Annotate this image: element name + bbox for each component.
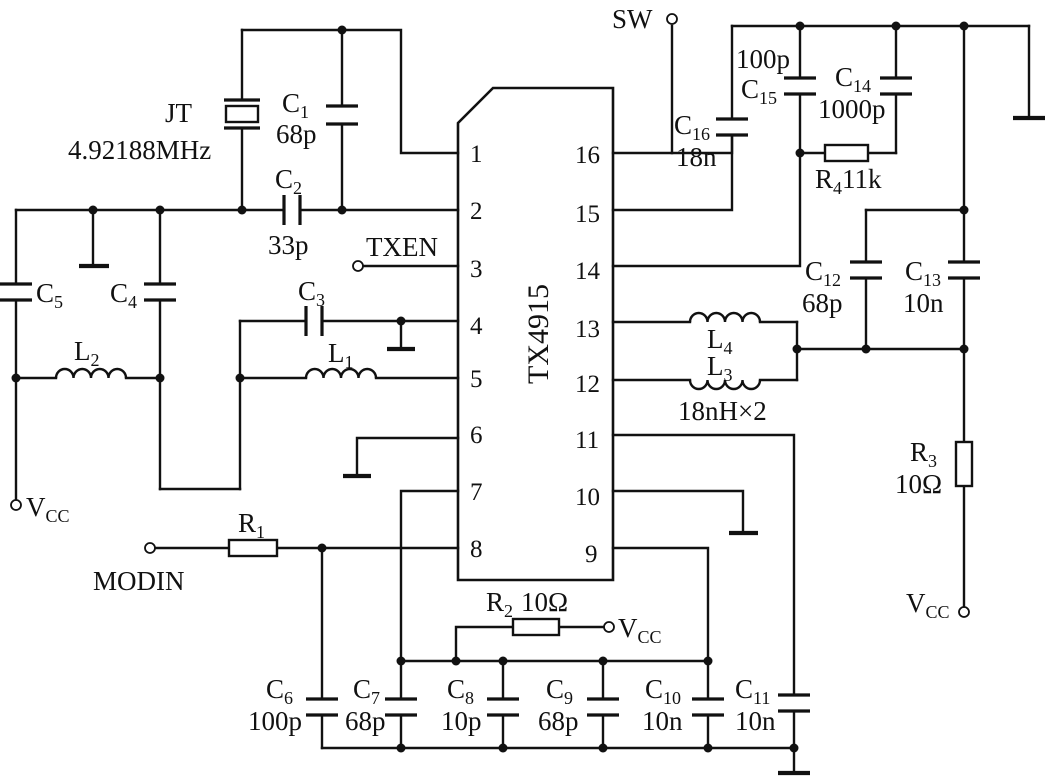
l4-label: L4 [707,324,733,358]
ic-name: TX4915 [522,284,555,384]
vcc-left-label: VCC [26,492,70,526]
c15-label: C15 [741,74,777,108]
c8-label: C8 [447,674,474,708]
pin-4-number: 4 [470,313,483,340]
pin-11-number: 11 [575,427,599,454]
resistor-symbols [227,143,974,637]
sw-label: SW [612,4,653,34]
c16-value: 18n [676,142,717,172]
pin-3-number: 3 [470,256,483,283]
pin-2-number: 2 [470,198,483,225]
r4-label: R411k [815,164,882,198]
vcc-bottom-label: VCC [618,613,662,647]
r3-value: 10Ω [895,469,942,499]
c7-label: C7 [353,674,380,708]
c15-value: 100p [736,44,790,74]
c6-label: C6 [266,674,293,708]
c1-label: C1 [282,88,309,122]
pin-16-number: 16 [575,142,600,169]
pin-10-number: 10 [575,484,600,511]
c12-label: C12 [805,256,841,290]
r1-label: R1 [238,508,265,542]
pin-6-number: 6 [470,422,483,449]
c9-value: 68p [538,706,579,736]
c11-value: 10n [735,706,776,736]
r3-label: R3 [910,437,937,471]
ic-tx4915: TX4915 1 2 3 4 5 6 7 8 9 10 11 12 13 14 … [456,86,615,582]
c2-value: 33p [268,230,309,260]
c14-label: C14 [835,62,871,96]
c11-label: C11 [735,674,770,708]
vcc-right-label: VCC [906,588,950,622]
c13-value: 10n [903,288,944,318]
c8-value: 10p [441,706,482,736]
c9-label: C9 [546,674,573,708]
crystal-ref: JT [165,98,193,128]
pin-1-number: 1 [470,141,483,168]
l3-l4-value: 18nH×2 [678,396,767,426]
junction-dots [11,21,969,753]
c16-label: C16 [674,110,710,144]
c5-label: C5 [36,278,63,312]
txen-label: TXEN [366,232,438,262]
c2-label: C2 [275,164,302,198]
pin-12-number: 12 [575,371,600,398]
c4-label: C4 [110,278,137,312]
component-labels: JT 4.92188MHz C1 68p C2 33p TXEN C3 L1 C… [26,4,950,736]
l2-label: L2 [74,336,100,370]
l1-label: L1 [328,338,354,372]
right-wiring [611,24,1045,608]
pin-5-number: 5 [470,366,483,393]
c10-label: C10 [645,674,681,708]
c3-label: C3 [298,276,325,310]
c10-value: 10n [642,706,683,736]
crystal-jt [224,98,260,130]
c7-value: 68p [345,706,386,736]
capacitor-symbols [0,76,980,717]
c13-label: C13 [905,256,941,290]
c12-value: 68p [802,288,843,318]
l3-label: L3 [707,351,733,385]
crystal-frequency: 4.92188MHz [68,135,211,165]
modin-label: MODIN [93,566,185,596]
left-wiring [14,28,460,750]
pin-7-number: 7 [470,479,483,506]
c1-value: 68p [276,119,317,149]
pin-14-number: 14 [575,258,601,285]
c6-value: 100p [248,706,302,736]
pin-13-number: 13 [575,316,600,343]
pin-15-number: 15 [575,201,600,228]
open-terminals [10,13,970,633]
pin-8-number: 8 [470,536,483,563]
inductor-symbols [54,311,762,391]
c14-value: 1000p [818,94,886,124]
pin-9-number: 9 [585,541,598,568]
